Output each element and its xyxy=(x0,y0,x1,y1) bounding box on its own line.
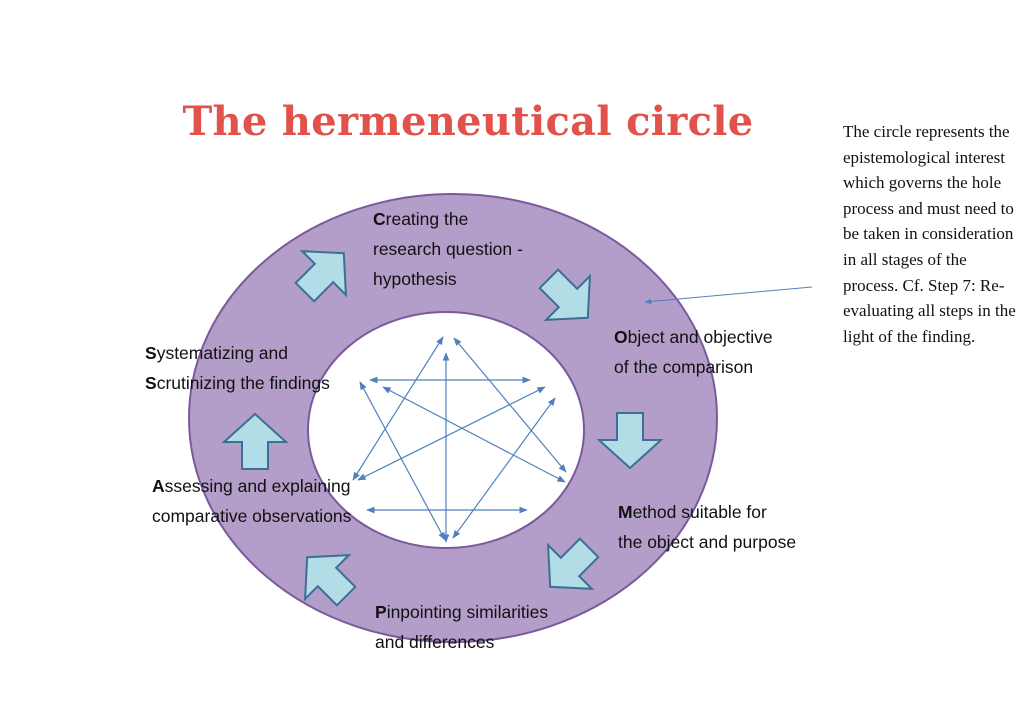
side-note: The circle represents the epistemologica… xyxy=(843,122,1016,346)
block-arrow-icon xyxy=(596,412,664,470)
connector-arrow xyxy=(452,397,556,539)
step-pinpointing: Pinpointing similarities and differences xyxy=(375,602,549,652)
block-arrow-icon xyxy=(303,553,357,607)
step-assessing: Assessing and explaining comparative obs… xyxy=(152,476,352,526)
block-arrow-icon xyxy=(538,268,592,322)
block-arrow-icon xyxy=(546,537,600,591)
step-creating-research-question: Creating the research question - hypothe… xyxy=(373,209,523,289)
step-object-and-objective: Object and objective of the comparison xyxy=(614,327,773,377)
step-systematizing: Systematizing and Scrutinizing the findi… xyxy=(145,343,330,393)
diagram-title: The hermeneutical circle xyxy=(182,98,754,145)
block-arrow-icon xyxy=(221,412,289,470)
block-arrow-icon xyxy=(294,249,348,303)
note-pointer-arrow xyxy=(644,286,813,305)
step-method: Method suitable for the object and purpo… xyxy=(618,502,797,552)
